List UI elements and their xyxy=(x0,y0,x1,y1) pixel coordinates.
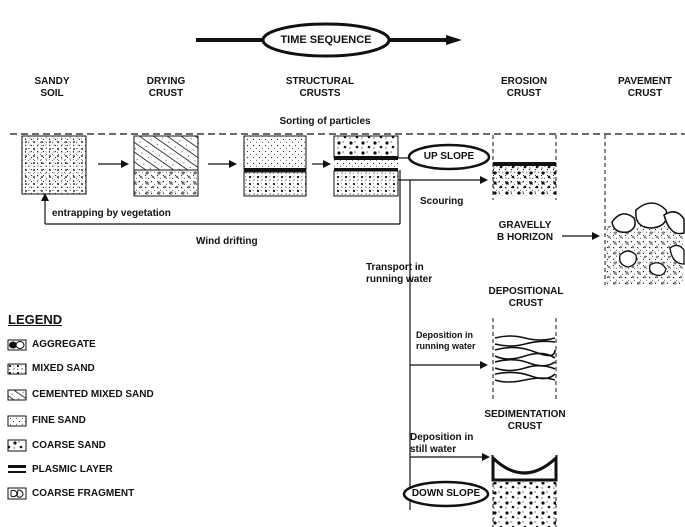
stage-drying-crust: DRYING CRUST xyxy=(134,76,198,100)
transport-label: Transport in running water xyxy=(366,262,432,286)
stage-sandy-soil: SANDY SOIL xyxy=(22,76,82,100)
deposition-running-line1: Deposition in xyxy=(416,330,476,341)
gravelly-b-horizon-label: GRAVELLY B HORIZON xyxy=(486,220,564,244)
legend-label: PLASMIC LAYER xyxy=(32,464,113,475)
gravelly-line2: B HORIZON xyxy=(486,232,564,244)
legend-label: CEMENTED MIXED SAND xyxy=(32,389,154,400)
legend-label: FINE SAND xyxy=(32,415,86,426)
sedimentation-line2: CRUST xyxy=(470,421,580,433)
legend-label: MIXED SAND xyxy=(32,363,95,374)
entrapping-label: entrapping by vegetation xyxy=(52,208,171,220)
stage-structural-crusts: STRUCTURAL CRUSTS xyxy=(268,76,372,100)
down-slope-label: DOWN SLOPE xyxy=(405,488,487,499)
deposition-still-line1: Deposition in xyxy=(410,432,473,444)
depositional-line2: CRUST xyxy=(476,298,576,310)
legend-label: COARSE SAND xyxy=(32,440,106,451)
transport-line2: running water xyxy=(366,274,432,286)
stage-pavement-crust: PAVEMENT CRUST xyxy=(610,76,680,100)
scouring-label: Scouring xyxy=(420,196,463,208)
legend-label: AGGREGATE xyxy=(32,339,96,350)
deposition-running-line2: running water xyxy=(416,341,476,352)
legend-label: COARSE FRAGMENT xyxy=(32,488,134,499)
deposition-running-label: Deposition in running water xyxy=(416,330,476,352)
up-slope-label: UP SLOPE xyxy=(411,151,487,162)
stage-erosion-crust: EROSION CRUST xyxy=(490,76,558,100)
stage-structural-crusts-line2: CRUSTS xyxy=(268,88,372,100)
stage-pavement-crust-line1: PAVEMENT xyxy=(610,76,680,88)
wind-drifting-label: Wind drifting xyxy=(196,236,258,248)
sorting-label: Sorting of particles xyxy=(260,116,390,128)
time-sequence-title: TIME SEQUENCE xyxy=(263,34,389,46)
depositional-line1: DEPOSITIONAL xyxy=(476,286,576,298)
transport-line1: Transport in xyxy=(366,262,432,274)
stage-structural-crusts-line1: STRUCTURAL xyxy=(268,76,372,88)
deposition-still-line2: still water xyxy=(410,444,473,456)
stage-sandy-soil-line2: SOIL xyxy=(22,88,82,100)
deposition-still-label: Deposition in still water xyxy=(410,432,473,456)
stage-sandy-soil-line1: SANDY xyxy=(22,76,82,88)
sedimentation-line1: SEDIMENTATION xyxy=(470,409,580,421)
legend-title: LEGEND xyxy=(8,312,62,327)
stage-drying-crust-line1: DRYING xyxy=(134,76,198,88)
sedimentation-crust-label: SEDIMENTATION CRUST xyxy=(470,409,580,433)
gravelly-line1: GRAVELLY xyxy=(486,220,564,232)
stage-drying-crust-line2: CRUST xyxy=(134,88,198,100)
stage-pavement-crust-line2: CRUST xyxy=(610,88,680,100)
depositional-crust-label: DEPOSITIONAL CRUST xyxy=(476,286,576,310)
stage-erosion-crust-line2: CRUST xyxy=(490,88,558,100)
stage-erosion-crust-line1: EROSION xyxy=(490,76,558,88)
